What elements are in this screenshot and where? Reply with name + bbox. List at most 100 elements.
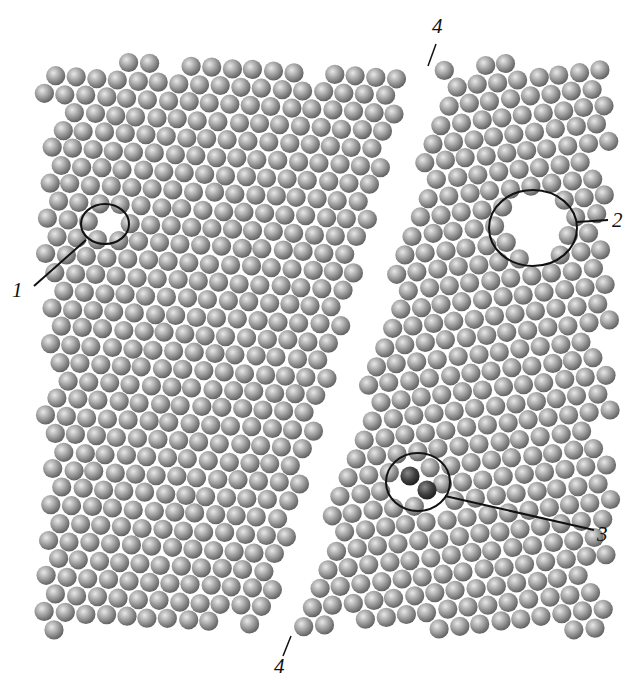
atom	[151, 395, 170, 414]
atom	[119, 53, 138, 72]
atom	[141, 215, 160, 234]
atom	[58, 568, 77, 587]
atom	[175, 163, 194, 182]
atom	[428, 350, 447, 369]
atom	[571, 242, 590, 261]
atom	[456, 148, 475, 167]
atom	[384, 409, 403, 428]
atom	[242, 417, 261, 436]
atom	[487, 577, 506, 596]
atom	[181, 414, 200, 433]
atom	[501, 89, 520, 108]
atom	[41, 174, 60, 193]
atom	[61, 336, 80, 355]
atom	[339, 558, 358, 577]
atom	[117, 446, 136, 465]
atom	[327, 542, 346, 561]
atom	[576, 368, 595, 387]
atom	[219, 291, 238, 310]
atom	[549, 66, 568, 85]
atom	[104, 142, 123, 161]
atom	[546, 119, 565, 138]
atom	[49, 192, 68, 211]
atom	[170, 235, 189, 254]
atom	[487, 486, 506, 505]
atom	[460, 273, 479, 292]
atom	[207, 148, 226, 167]
atom	[263, 419, 282, 438]
atom	[432, 385, 451, 404]
atom	[579, 313, 598, 332]
atom	[192, 397, 211, 416]
atom	[160, 574, 179, 593]
atom	[107, 266, 126, 285]
atom	[139, 250, 158, 269]
atom	[555, 460, 574, 479]
atom	[415, 153, 434, 172]
atom	[59, 372, 78, 391]
interstitial-ring	[386, 453, 450, 511]
atom	[180, 92, 199, 111]
atom	[362, 139, 381, 158]
atom	[376, 517, 395, 536]
atom	[153, 359, 172, 378]
atom	[247, 507, 266, 526]
atom	[210, 434, 229, 453]
atom	[260, 454, 279, 473]
atom	[293, 439, 312, 458]
atom	[164, 342, 183, 361]
atom	[453, 472, 472, 491]
atom	[196, 326, 215, 345]
atom	[185, 503, 204, 522]
atom	[518, 321, 537, 340]
atom	[154, 323, 173, 342]
atom	[442, 545, 461, 564]
atom	[233, 560, 252, 579]
atom	[214, 202, 233, 221]
atom	[148, 269, 167, 288]
atom	[75, 283, 94, 302]
atom	[499, 413, 518, 432]
atom	[332, 120, 351, 139]
atom	[179, 610, 198, 629]
atom	[445, 581, 464, 600]
atom	[202, 576, 221, 595]
atom	[587, 114, 606, 133]
atom	[240, 454, 259, 473]
atom	[230, 274, 249, 293]
atom	[237, 328, 256, 347]
atom	[146, 305, 165, 324]
atom	[157, 127, 176, 146]
atom	[41, 334, 60, 353]
atom	[150, 233, 169, 252]
atom	[475, 559, 494, 578]
atom	[258, 490, 277, 509]
atom	[166, 145, 185, 164]
atom	[282, 259, 301, 278]
atom	[197, 129, 216, 148]
atom	[250, 276, 269, 295]
atom	[66, 264, 85, 283]
atom	[425, 583, 444, 602]
atom	[461, 364, 480, 383]
atom	[37, 566, 56, 585]
atom	[280, 134, 299, 153]
atom	[206, 505, 225, 524]
atom	[436, 330, 455, 349]
atom	[272, 276, 291, 295]
atom	[359, 376, 378, 395]
atom	[573, 601, 592, 620]
atom	[579, 224, 598, 243]
atom	[312, 118, 331, 137]
atom	[564, 441, 583, 460]
atom	[519, 590, 538, 609]
atom	[182, 218, 201, 237]
atom	[205, 183, 224, 202]
atom	[477, 147, 496, 166]
atom	[600, 310, 619, 329]
atom	[481, 271, 500, 290]
atom	[293, 242, 312, 261]
atom	[202, 58, 221, 77]
atom	[95, 284, 114, 303]
atom	[392, 390, 411, 409]
